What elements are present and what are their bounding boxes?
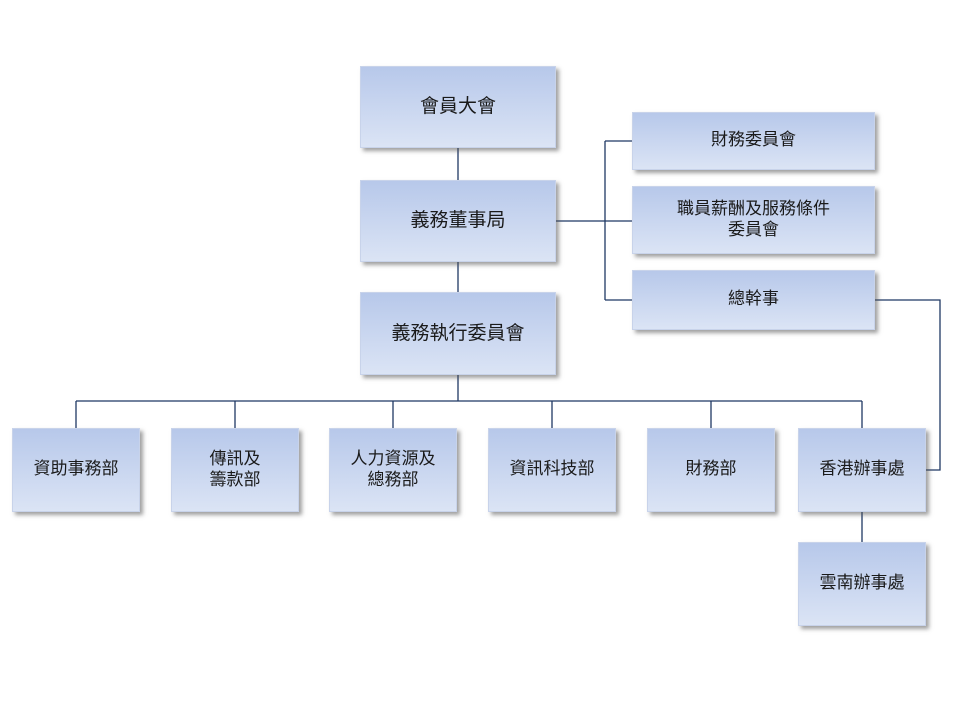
remuneration-committee-label-line2: 委員會: [728, 220, 779, 240]
yunnan-office-box: 雲南辦事處: [798, 542, 926, 626]
general-meeting-label: 會員大會: [419, 95, 496, 118]
hr-dept-box: 人力資源及 總務部: [329, 428, 457, 512]
general-secretary-box: 總幹事: [632, 270, 875, 330]
comms-dept-box: 傳訊及 籌款部: [171, 428, 299, 512]
connector-secretary-hk: [875, 299, 941, 471]
sponsorship-dept-label: 資助事務部: [33, 459, 119, 480]
hr-dept-label-line1: 人力資源及: [350, 448, 436, 469]
general-meeting-box: 會員大會: [360, 66, 556, 148]
finance-dept-label: 財務部: [685, 459, 737, 480]
finance-committee-box: 財務委員會: [632, 112, 875, 170]
general-secretary-label: 總幹事: [728, 289, 779, 310]
finance-dept-box: 財務部: [647, 428, 775, 512]
hk-office-box: 香港辦事處: [798, 428, 926, 512]
executive-committee-box: 義務執行委員會: [360, 292, 556, 375]
comms-dept-label-line2: 籌款部: [209, 470, 261, 490]
sponsorship-dept-box: 資助事務部: [12, 428, 140, 512]
board-label: 義務董事局: [410, 209, 506, 232]
board-box: 義務董事局: [360, 180, 556, 262]
remuneration-committee-box: 職員薪酬及服務條件 委員會: [632, 186, 875, 254]
yunnan-office-label: 雲南辦事處: [819, 573, 905, 594]
comms-dept-label-line1: 傳訊及: [209, 448, 261, 469]
it-dept-label: 資訊科技部: [509, 459, 595, 480]
executive-committee-label: 義務執行委員會: [391, 321, 525, 344]
it-dept-box: 資訊科技部: [488, 428, 616, 512]
remuneration-committee-label-line1: 職員薪酬及服務條件: [677, 198, 830, 219]
hk-office-label: 香港辦事處: [819, 459, 905, 480]
finance-committee-label: 財務委員會: [711, 130, 796, 151]
hr-dept-label-line2: 總務部: [367, 470, 419, 490]
